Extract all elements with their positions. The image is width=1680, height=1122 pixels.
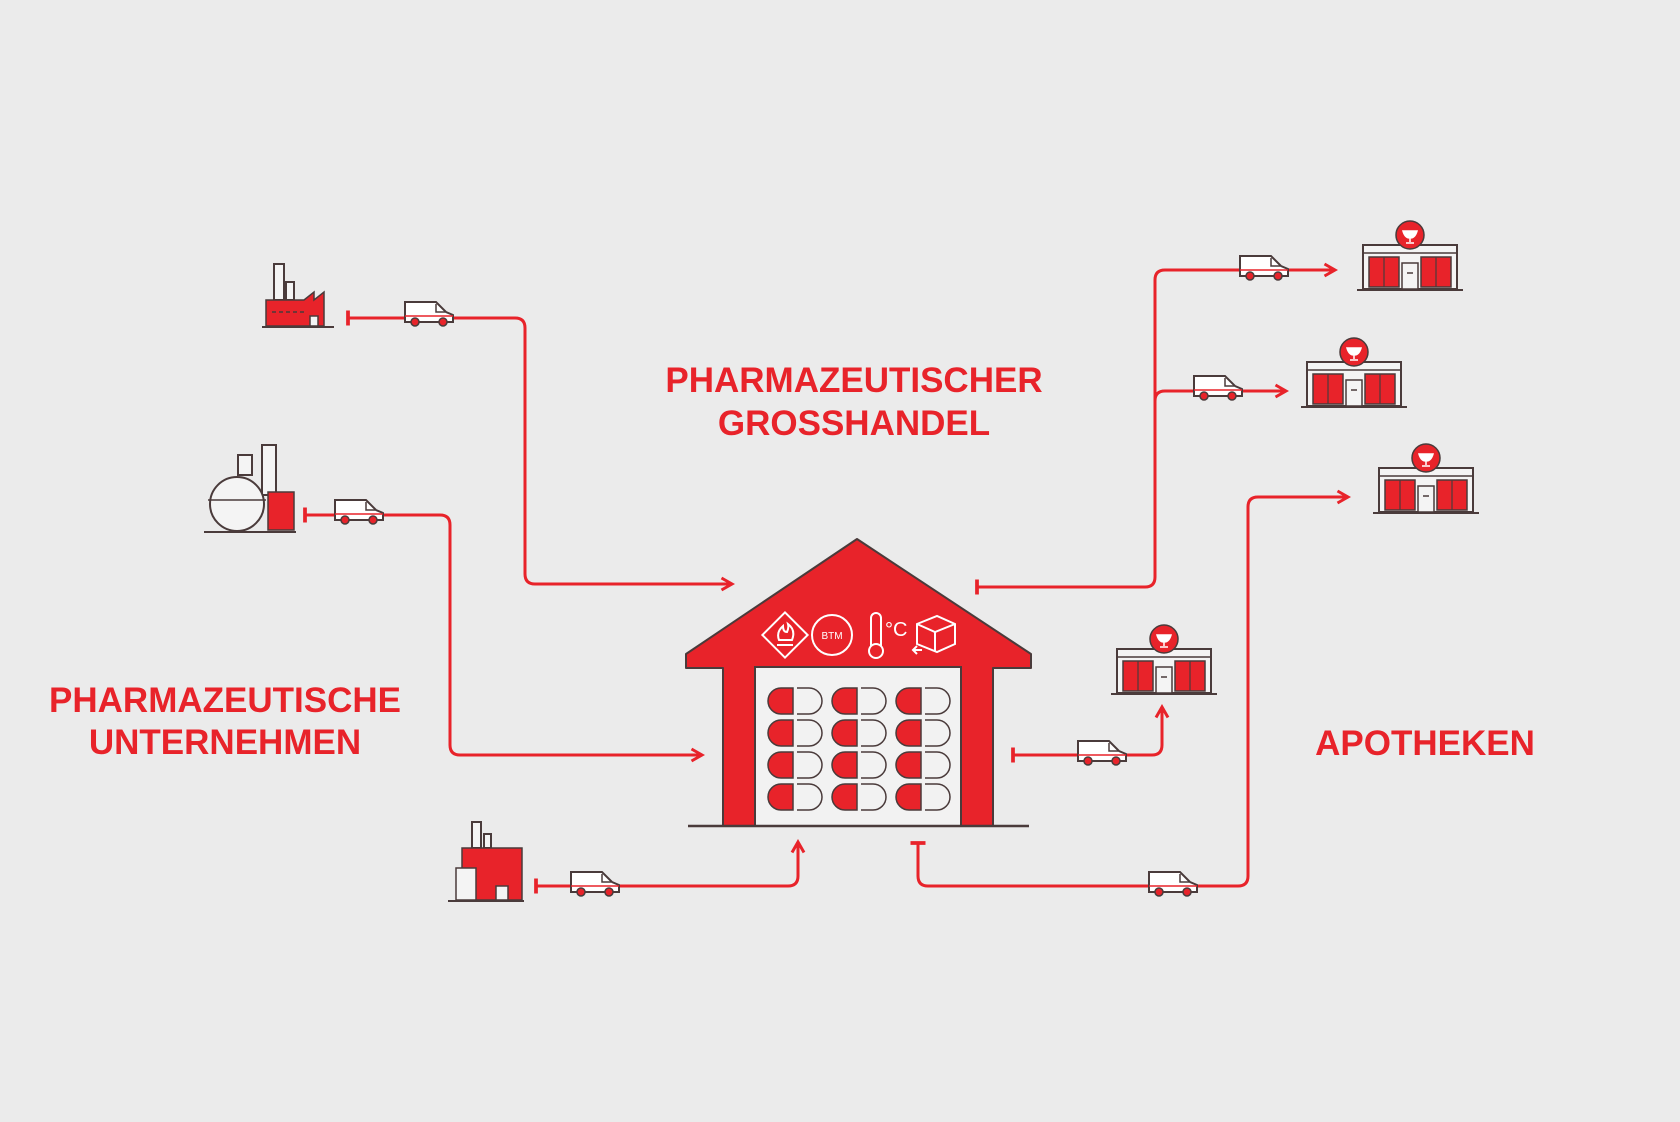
returns-box-icon (911, 614, 956, 655)
pharmacy-icon (1372, 443, 1480, 514)
flow-refinery (303, 507, 706, 763)
capsule-icon (831, 751, 887, 779)
delivery-van-icon (570, 871, 620, 897)
capsule-icon (831, 719, 887, 747)
refinery-icon (204, 444, 296, 533)
capsule-icon (767, 751, 823, 779)
delivery-van-icon (1239, 255, 1289, 281)
flow-factory-bottom (534, 838, 806, 894)
companies-title-line1: PHARMAZEUTISCHE (49, 681, 401, 720)
delivery-van-icon (404, 301, 454, 327)
flow-to-pharmacy-2 (1153, 383, 1290, 402)
medicine-capsules (767, 687, 951, 811)
pharmacy-icon (1110, 624, 1218, 695)
capsule-icon (895, 719, 951, 747)
delivery-van-icon (1193, 375, 1243, 401)
flammable-icon (760, 610, 810, 660)
factory-icon (262, 263, 334, 328)
capsule-icon (895, 687, 951, 715)
capsule-icon (895, 783, 951, 811)
delivery-van-icon (1148, 871, 1198, 897)
btm-narcotics-icon: BTM (811, 614, 853, 656)
capsule-icon (767, 719, 823, 747)
flow-factory-top (346, 310, 736, 592)
capsule-icon (831, 687, 887, 715)
capsule-icon (767, 687, 823, 715)
wholesale-title-line1: PHARMAZEUTISCHER (665, 361, 1042, 400)
pharmacy-icon (1300, 337, 1408, 408)
capsule-icon (895, 751, 951, 779)
pharmacy-icon (1356, 220, 1464, 291)
wholesale-title-line2: GROSSHANDEL (718, 404, 990, 443)
flow-to-pharmacy-3 (910, 489, 1352, 888)
companies-title-line2: UNTERNEHMEN (89, 723, 361, 762)
capsule-icon (767, 783, 823, 811)
delivery-van-icon (334, 499, 384, 525)
delivery-van-icon (1077, 740, 1127, 766)
wholesale-warehouse: BTM °C (685, 538, 1032, 828)
thermometer-icon: °C (868, 612, 907, 659)
svg-text:BTM: BTM (821, 631, 842, 642)
svg-text:°C: °C (885, 619, 907, 641)
pharmacies-title: APOTHEKEN (1315, 724, 1535, 763)
flow-to-pharmacy-1 (975, 262, 1339, 595)
factory-building-icon (448, 821, 524, 902)
capsule-icon (831, 783, 887, 811)
